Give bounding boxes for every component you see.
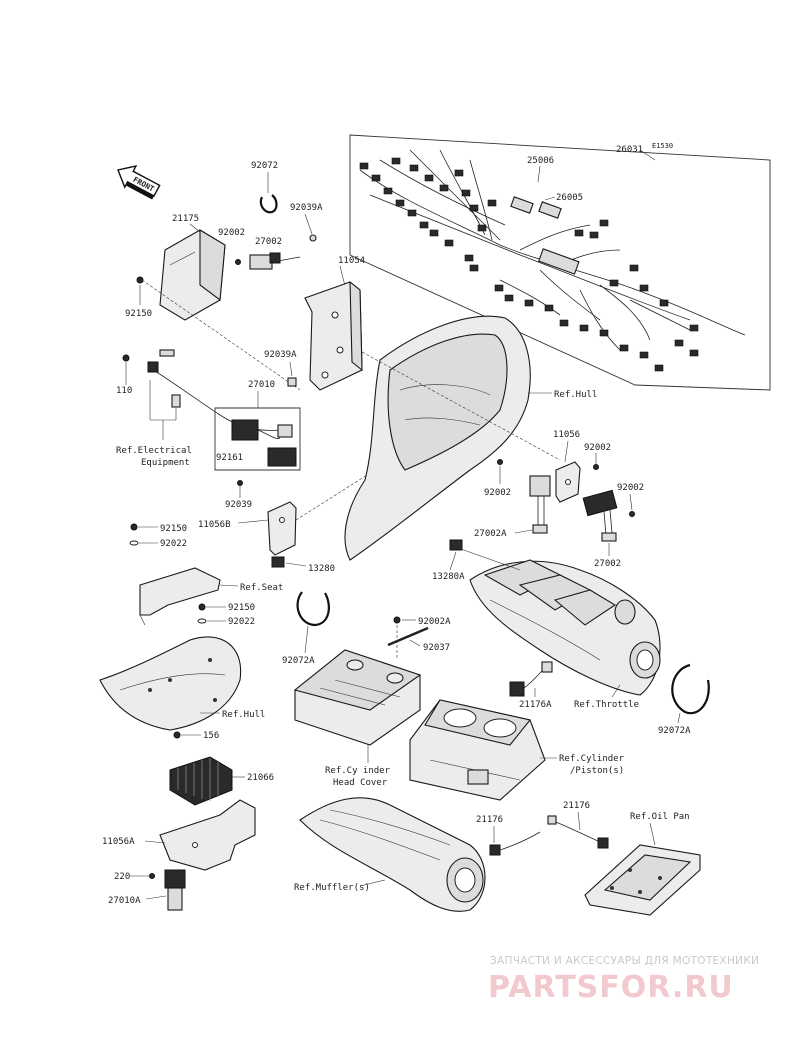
relay-27002-2 bbox=[582, 489, 618, 542]
part-92022-1: 92022 bbox=[160, 539, 187, 549]
part-27010: 27010 bbox=[248, 380, 275, 390]
seat-bracket bbox=[139, 567, 221, 626]
ref-muffler: Ref.Muffler(s) bbox=[294, 883, 370, 893]
clamp-92072 bbox=[259, 194, 278, 214]
throttle-body bbox=[469, 559, 661, 696]
part-25006: 25006 bbox=[527, 156, 554, 166]
part-220: 220 bbox=[114, 872, 130, 882]
part-92150-3: 92150 bbox=[228, 603, 255, 613]
bracket-11054 bbox=[304, 280, 363, 391]
part-21176-2: 21176 bbox=[563, 801, 590, 811]
part-26031: 26031 bbox=[616, 145, 643, 155]
cable-assembly bbox=[147, 349, 281, 431]
part-11056: 11056 bbox=[553, 430, 580, 440]
part-21175: 21175 bbox=[172, 214, 199, 224]
relay-27010A bbox=[164, 869, 186, 911]
ref-electrical-2: Equipment bbox=[141, 458, 190, 468]
part-26005: 26005 bbox=[556, 193, 583, 203]
part-92002-4: 92002 bbox=[617, 483, 644, 493]
part-92072: 92072 bbox=[251, 161, 278, 171]
clamp-92072A-right bbox=[671, 663, 710, 715]
part-92037: 92037 bbox=[423, 643, 450, 653]
part-92039A-2: 92039A bbox=[264, 350, 297, 360]
watermark-brand: PARTSFOR.RU bbox=[488, 970, 734, 1005]
hull-lower-left bbox=[99, 636, 242, 731]
watermark-tagline: ЗАПЧАСТИ И АКСЕССУАРЫ ДЛЯ МОТОТЕХНИКИ bbox=[490, 955, 759, 967]
part-92072A-2: 92072A bbox=[658, 726, 691, 736]
cylinder-head-cover bbox=[293, 649, 422, 746]
ref-throttle: Ref.Throttle bbox=[574, 700, 639, 710]
part-21066: 21066 bbox=[247, 773, 274, 783]
part-110: 110 bbox=[116, 386, 132, 396]
controller-unit bbox=[159, 229, 226, 321]
cylinder-block bbox=[409, 699, 546, 801]
part-92002A: 92002A bbox=[418, 617, 451, 627]
sensor-21176-2 bbox=[547, 815, 609, 849]
relay-27002 bbox=[235, 252, 301, 270]
part-92039: 92039 bbox=[225, 500, 252, 510]
ref-oil-pan: Ref.Oil Pan bbox=[630, 812, 690, 822]
ref-hull-1: Ref.Hull bbox=[554, 390, 597, 400]
harness-frame bbox=[349, 134, 771, 391]
part-92022-2: 92022 bbox=[228, 617, 255, 627]
regulator-21066 bbox=[169, 756, 233, 806]
sensor-21176-1 bbox=[489, 831, 541, 856]
wiring-harness bbox=[359, 149, 746, 372]
front-arrow-icon: FRONT bbox=[117, 164, 161, 200]
ref-electrical-1: Ref.Electrical bbox=[116, 446, 192, 456]
part-11056B: 11056B bbox=[198, 520, 231, 530]
part-11056A: 11056A bbox=[102, 837, 135, 847]
part-21176A: 21176A bbox=[519, 700, 552, 710]
part-13280A: 13280A bbox=[432, 572, 465, 582]
part-27002-1: 27002 bbox=[255, 237, 282, 247]
ref-seat: Ref.Seat bbox=[240, 583, 283, 593]
oil-pan bbox=[584, 844, 701, 916]
part-92150-2: 92150 bbox=[160, 524, 187, 534]
diagram-code: E1530 bbox=[652, 142, 673, 150]
ref-cylinder-1: Ref.Cylinder bbox=[559, 754, 625, 764]
part-27002A: 27002A bbox=[474, 529, 507, 539]
part-92039A-1: 92039A bbox=[290, 203, 323, 213]
ref-cylinder-2: /Piston(s) bbox=[570, 766, 624, 776]
part-13280: 13280 bbox=[308, 564, 335, 574]
relay-27010-frame bbox=[214, 391, 301, 471]
part-92002-2: 92002 bbox=[584, 443, 611, 453]
relay-27010 bbox=[231, 419, 297, 467]
bracket-11056A bbox=[159, 799, 256, 871]
part-11054: 11054 bbox=[338, 256, 365, 266]
bracket-11056B bbox=[267, 501, 297, 556]
muffler bbox=[299, 797, 486, 912]
part-27002-2: 27002 bbox=[594, 559, 621, 569]
bracket-11056 bbox=[555, 461, 581, 503]
sensor-21176A bbox=[509, 661, 553, 697]
part-27010A: 27010A bbox=[108, 896, 141, 906]
ref-head-cover-2: Head Cover bbox=[333, 778, 388, 788]
relay-27002A bbox=[529, 475, 551, 534]
part-92072A-1: 92072A bbox=[282, 656, 315, 666]
part-92002-3: 92002 bbox=[484, 488, 511, 498]
part-21176-1: 21176 bbox=[476, 815, 503, 825]
part-156: 156 bbox=[203, 731, 219, 741]
hull-top bbox=[344, 315, 531, 561]
clamp-92072A-left bbox=[296, 591, 330, 627]
part-92002-1: 92002 bbox=[218, 228, 245, 238]
ref-head-cover-1: Ref.Cy inder bbox=[325, 766, 391, 776]
part-92161: 92161 bbox=[216, 453, 243, 463]
ref-hull-2: Ref.Hull bbox=[222, 710, 265, 720]
part-92150-1: 92150 bbox=[125, 309, 152, 319]
